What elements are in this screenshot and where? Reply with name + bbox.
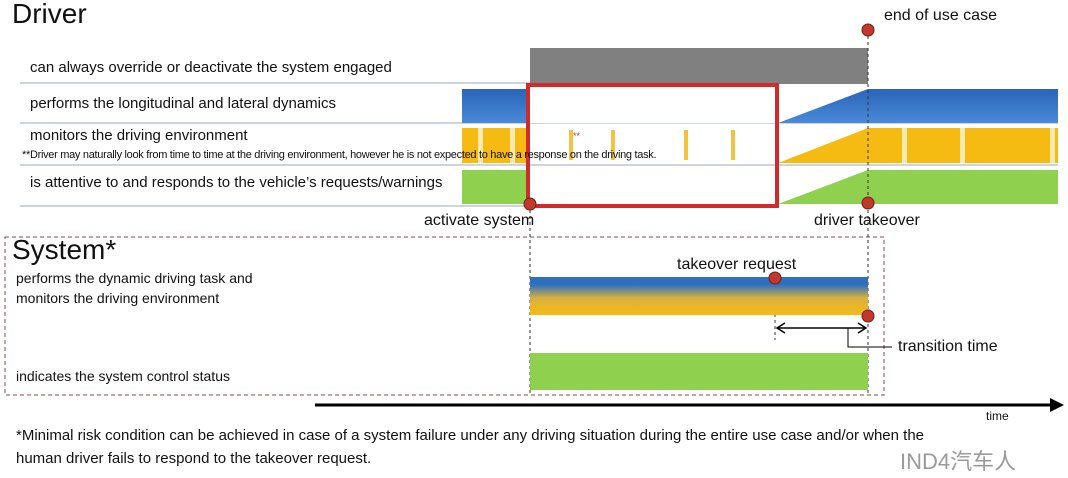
takeover-request-label: takeover request [677,256,797,273]
highlight-box [526,83,779,208]
activate-system-label: activate system [424,212,535,229]
time-axis [315,398,1064,412]
driver-footnote: **Driver may naturally look from time to… [22,149,657,161]
glance-stripes [478,128,1055,163]
driver-row-override: can always override or deactivate the sy… [30,59,392,76]
time-axis-label: time [986,409,1009,423]
attentive-ramp [778,170,868,204]
system-row-ddt-1: performs the dynamic driving task and [16,270,253,286]
driver-title: Driver [12,0,87,29]
end-of-use-case-label: end of use case [884,7,997,24]
override-bar [530,48,868,84]
footnote-marker: ** [573,131,581,141]
driver-row-monitor: monitors the driving environment [30,127,248,144]
system-ddt-bar [530,277,868,315]
watermark: IND4汽车人 [900,449,1017,474]
system-title: System* [12,234,117,265]
driver-takeover-label: driver takeover [814,212,920,229]
system-status-bar [530,353,868,390]
event-dots [523,23,875,323]
footer-note-line1: *Minimal risk condition can be achieved … [16,427,925,444]
system-box [4,236,885,396]
driver-row-attentive: is attentive to and responds to the vehi… [30,174,443,191]
dynamics-ramp [778,89,868,123]
monitor-ramp [778,128,868,163]
system-row-status: indicates the system control status [16,368,230,384]
driver-row-dynamics: performs the longitudinal and lateral dy… [30,95,336,112]
transition-time-label: transition time [898,338,998,355]
system-row-ddt-2: monitors the driving environment [16,290,220,306]
glance-marks [569,130,735,160]
transition-arrow [775,322,892,348]
footer-note-line2: human driver fails to respond to the tak… [16,450,372,467]
